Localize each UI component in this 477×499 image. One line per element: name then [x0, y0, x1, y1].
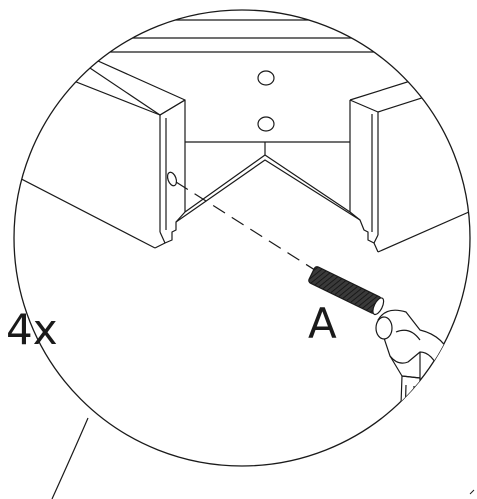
- part-label: A: [308, 299, 337, 348]
- corner-mark: [469, 489, 475, 495]
- dowel-hole-top: [257, 70, 275, 86]
- dowel-part: [308, 266, 385, 316]
- dowel-hole-bottom: [257, 116, 275, 132]
- detail-circle: [13, 9, 471, 467]
- bottom-panel: [14, 167, 470, 253]
- insertion-guide-line: [175, 181, 319, 273]
- quantity-label: 4x: [6, 305, 58, 354]
- leader-line: [51, 417, 89, 499]
- dowel-hole-side: [166, 171, 178, 187]
